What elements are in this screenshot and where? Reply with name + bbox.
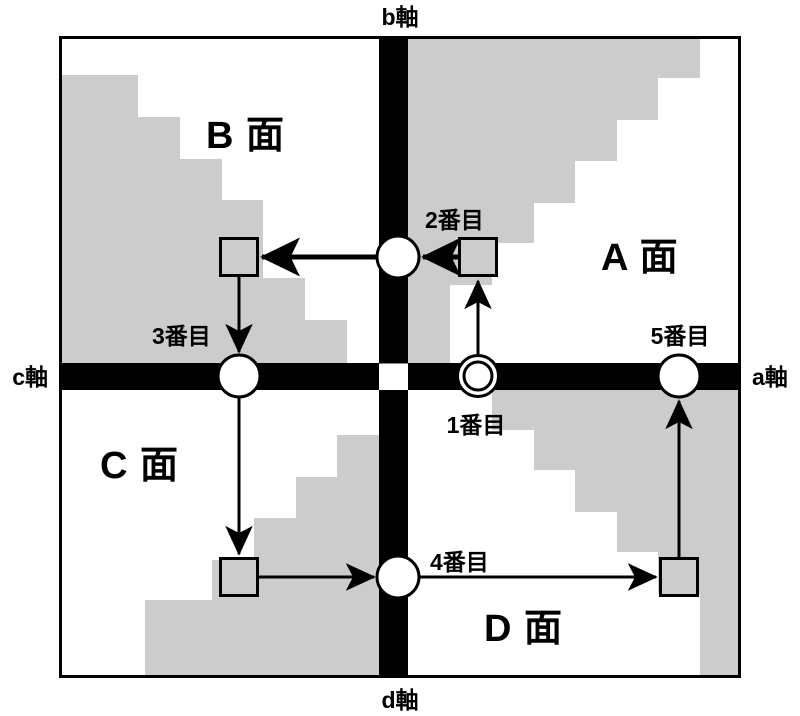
node-step-5-circle[interactable] — [656, 353, 702, 399]
axis-label-c: c軸 — [12, 364, 48, 390]
step-label-3: 3番目 — [152, 323, 211, 349]
shade-region-b — [60, 75, 347, 363]
step-label-4: 4番目 — [430, 549, 489, 575]
node-square-a[interactable] — [458, 237, 498, 277]
face-label-b: B 面 — [206, 115, 285, 157]
node-step-2-circle[interactable] — [375, 234, 421, 280]
plate-frame — [59, 36, 741, 678]
node-step-3-circle[interactable] — [216, 353, 262, 399]
b-axis-band — [379, 37, 408, 364]
axis-label-b: b軸 — [381, 4, 418, 30]
node-square-c[interactable] — [219, 557, 259, 597]
step-label-5: 5番目 — [651, 323, 710, 349]
face-label-d: D 面 — [484, 608, 563, 650]
node-step-4-circle[interactable] — [375, 554, 421, 600]
shade-region-c — [145, 390, 379, 676]
node-step-1-double-circle-inner — [462, 360, 494, 392]
node-square-b[interactable] — [219, 237, 259, 277]
node-square-d[interactable] — [659, 557, 699, 597]
face-label-c: C 面 — [100, 445, 179, 487]
axis-label-d: d軸 — [381, 687, 418, 713]
shade-region-d — [458, 390, 740, 676]
d-axis-band — [379, 390, 408, 676]
axis-label-a: a軸 — [752, 364, 788, 390]
face-label-a: A 面 — [601, 237, 679, 279]
step-label-2: 2番目 — [425, 207, 484, 233]
step-label-1: 1番目 — [447, 412, 506, 438]
